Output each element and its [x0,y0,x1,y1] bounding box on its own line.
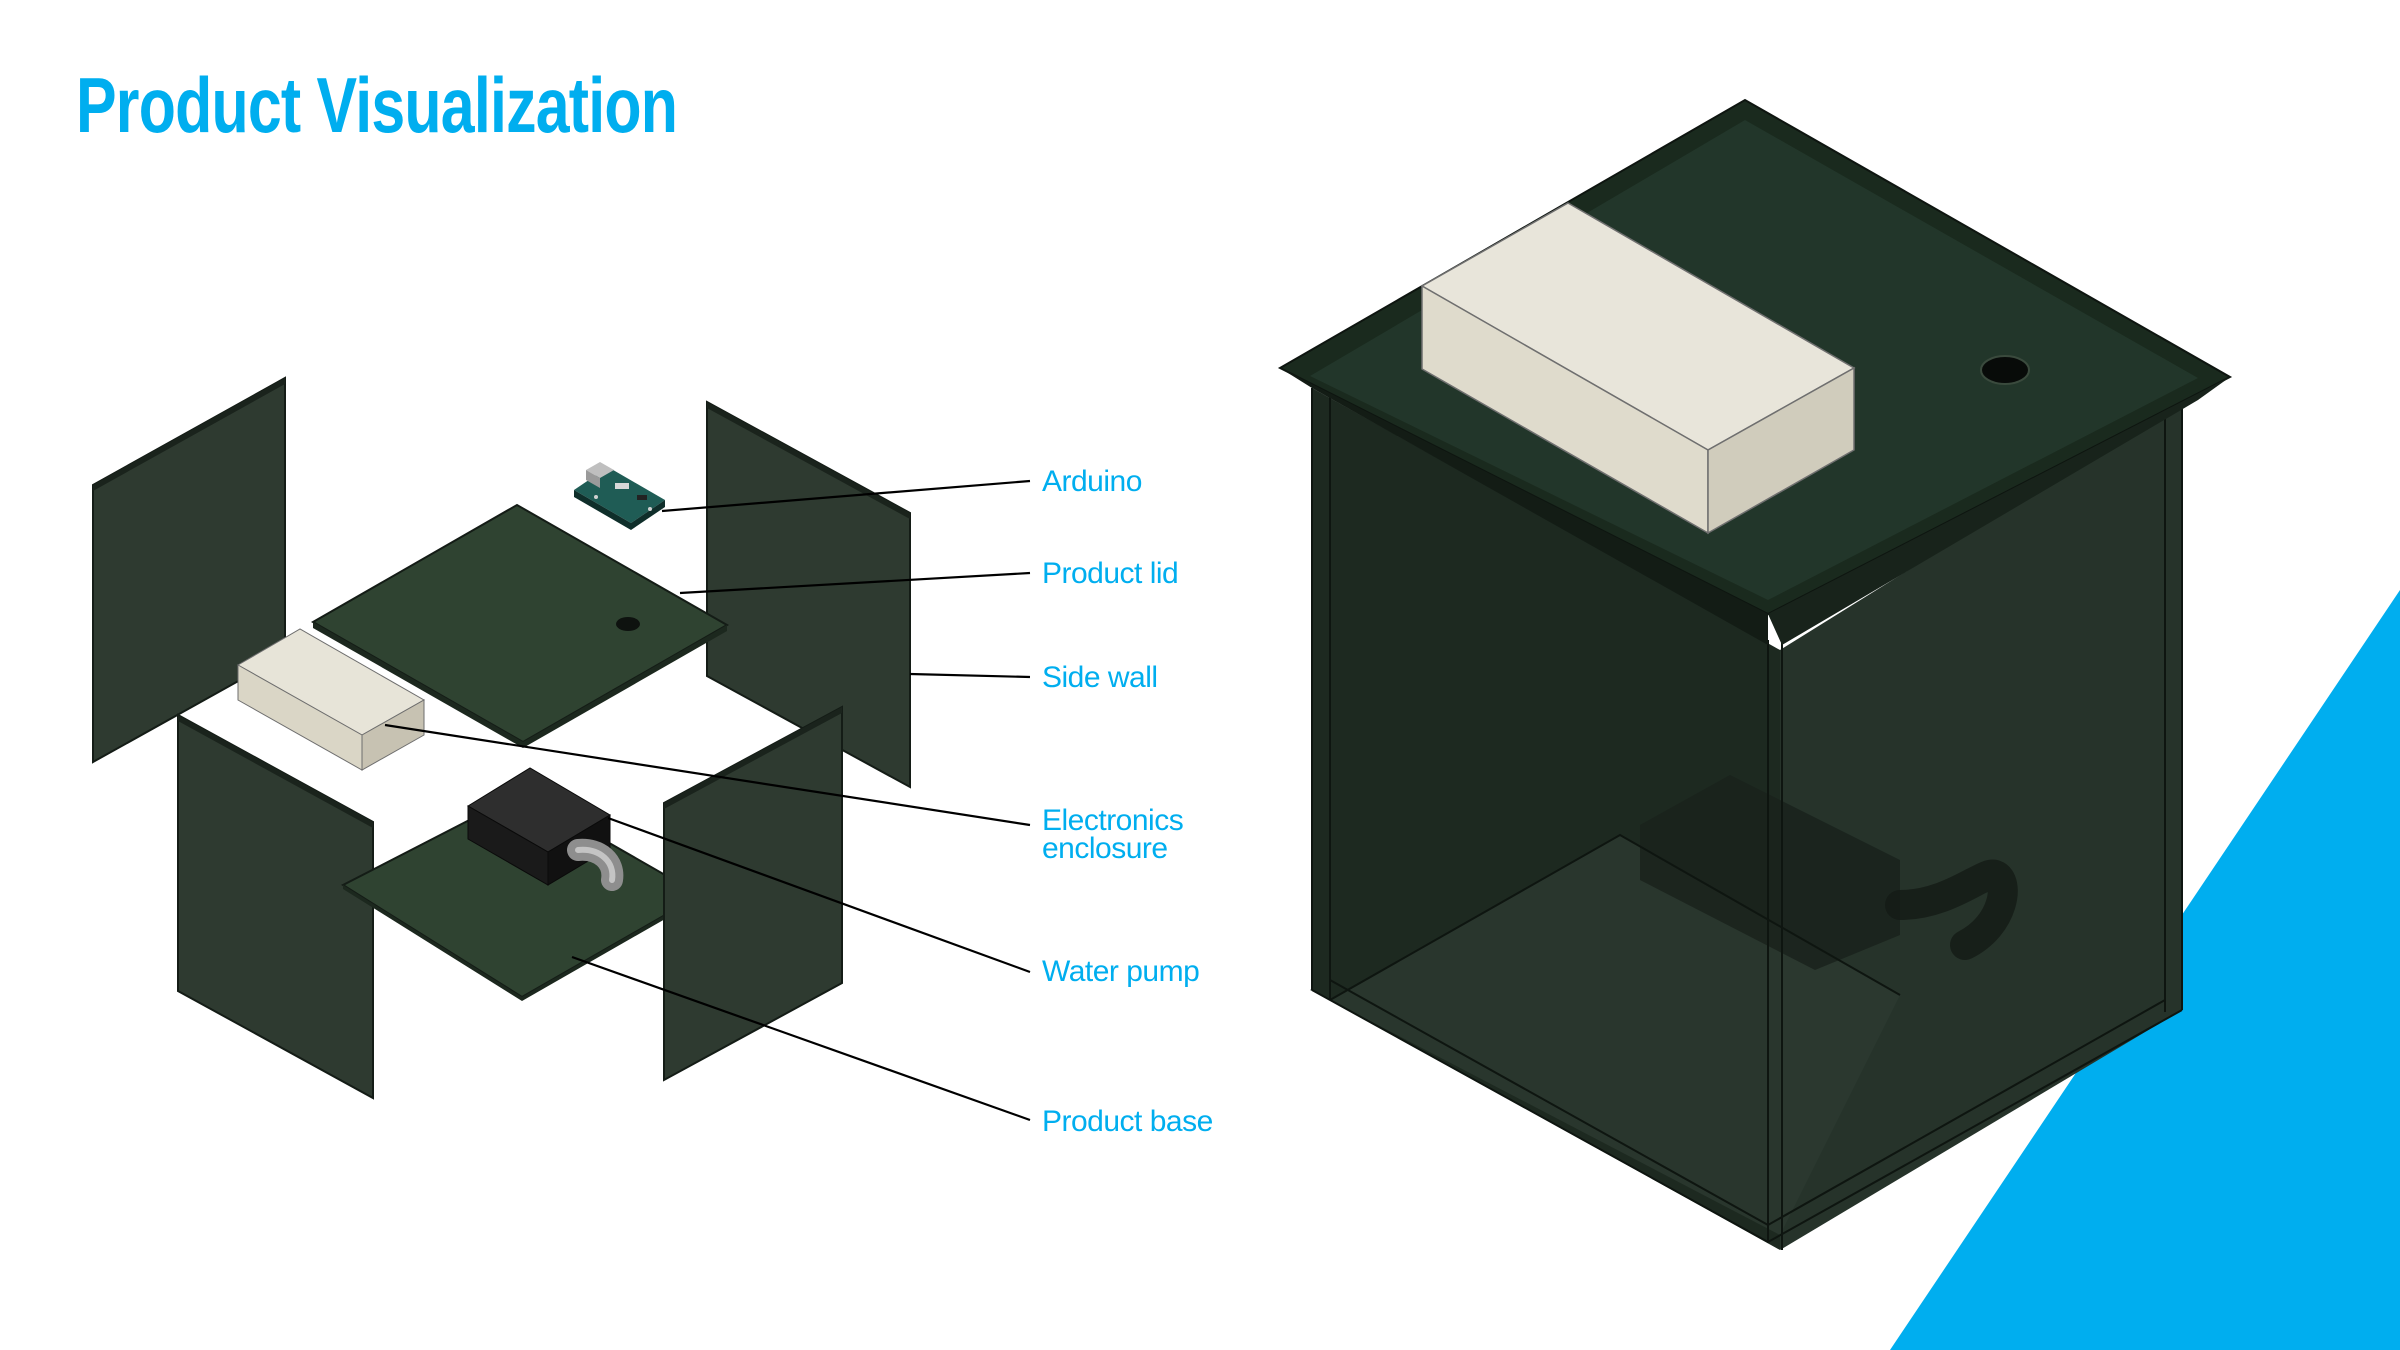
label-side-wall: Side wall [1042,661,1158,694]
product-base [340,791,703,1001]
leader-side-wall [909,672,1031,679]
water-pump [467,767,624,891]
label-product-base: Product base [1042,1105,1213,1138]
side-wall-front-left [177,713,374,1100]
assembled-view [1277,98,2233,1250]
leader-product-base [571,955,1031,1122]
product-lid [310,503,730,748]
component-labels: Arduino Product lid Side wall Electronic… [1042,465,1213,1138]
leader-water-pump [607,816,1031,974]
leader-electronics-enclosure [384,723,1031,827]
leader-product-lid [679,571,1031,595]
assembled-pump-pipe [1885,859,2018,960]
label-water-pump: Water pump [1042,955,1199,988]
label-arduino: Arduino [1042,465,1142,498]
label-product-lid: Product lid [1042,557,1178,590]
exploded-view: Arduino Product lid Side wall Electronic… [92,376,1213,1138]
leader-arduino [661,479,1031,513]
assembled-electronics-enclosure [1420,202,1856,535]
leader-lines [384,479,1031,1122]
assembled-lid-hole [1980,355,2030,385]
arduino-board [574,462,665,530]
label-electronics-enclosure-line2: enclosure [1042,832,1168,865]
page-title: Product Visualization [76,61,678,149]
lid-hole [616,617,640,631]
label-electronics-enclosure-line1: Electronics [1042,804,1183,837]
side-wall-back-left [92,376,286,764]
side-wall-back-right [706,400,911,789]
side-wall-front-right [663,705,843,1082]
electronics-enclosure [236,628,426,771]
